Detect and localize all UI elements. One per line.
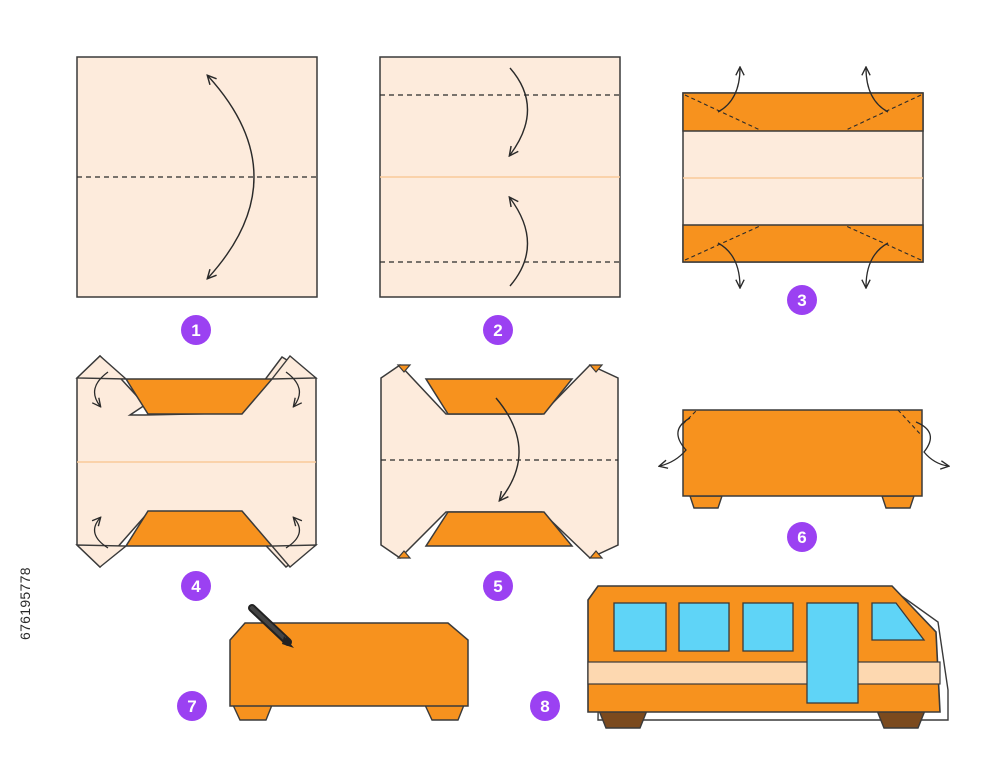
svg-text:4: 4 bbox=[191, 577, 201, 596]
svg-text:6: 6 bbox=[797, 528, 806, 547]
step-badge-4: 4 bbox=[181, 571, 211, 601]
wheel-left bbox=[689, 495, 723, 509]
step-8 bbox=[587, 585, 949, 729]
fold-arrow-top bbox=[510, 67, 529, 155]
fold-arrow-bottom bbox=[510, 198, 529, 287]
step-badge-5: 5 bbox=[483, 571, 513, 601]
bus-windows bbox=[613, 602, 926, 652]
step-badge-2: 2 bbox=[483, 315, 513, 345]
step-7 bbox=[229, 604, 469, 721]
small-orange-corners bbox=[396, 364, 604, 559]
bus-door bbox=[806, 602, 859, 704]
triangle-flaps bbox=[75, 354, 318, 568]
fold-arrow bbox=[495, 397, 520, 500]
step-badge-3: 3 bbox=[787, 285, 817, 315]
top-orange-trapezoid bbox=[424, 378, 574, 415]
pencil-icon bbox=[248, 604, 294, 648]
svg-text:2: 2 bbox=[493, 321, 502, 340]
step-badge-6: 6 bbox=[787, 522, 817, 552]
step-badge-8: 8 bbox=[530, 691, 560, 721]
svg-text:1: 1 bbox=[191, 321, 200, 340]
top-orange-trapezoid bbox=[124, 378, 274, 415]
wheel-right bbox=[423, 704, 466, 721]
wheel-left bbox=[231, 704, 274, 721]
svg-text:3: 3 bbox=[797, 291, 806, 310]
fold-arrows bbox=[660, 417, 948, 466]
front-window bbox=[871, 602, 926, 641]
bottom-orange-trapezoid bbox=[424, 511, 574, 547]
wheel-right bbox=[881, 495, 915, 509]
bottom-orange-band bbox=[682, 224, 924, 263]
svg-text:7: 7 bbox=[187, 697, 196, 716]
svg-text:5: 5 bbox=[493, 577, 502, 596]
step-3 bbox=[682, 68, 924, 287]
fold-arrow bbox=[208, 76, 255, 278]
window-3 bbox=[742, 602, 794, 652]
step-5 bbox=[380, 364, 619, 559]
bus-stripe bbox=[587, 661, 941, 685]
step-4 bbox=[75, 354, 318, 569]
fold-arrows bbox=[717, 68, 889, 287]
step-badge-7: 7 bbox=[177, 691, 207, 721]
step-badge-1: 1 bbox=[181, 315, 211, 345]
bus-body-rect bbox=[682, 409, 923, 497]
top-orange-band bbox=[682, 92, 924, 132]
svg-text:8: 8 bbox=[540, 697, 549, 716]
step-1 bbox=[76, 56, 318, 298]
step-6 bbox=[660, 409, 948, 509]
step-2 bbox=[379, 56, 621, 298]
window-1 bbox=[613, 602, 667, 652]
bus-body-shape bbox=[229, 622, 469, 707]
window-2 bbox=[678, 602, 730, 652]
stock-id-label: 676195778 bbox=[17, 567, 33, 640]
fold-arrows bbox=[95, 371, 300, 549]
